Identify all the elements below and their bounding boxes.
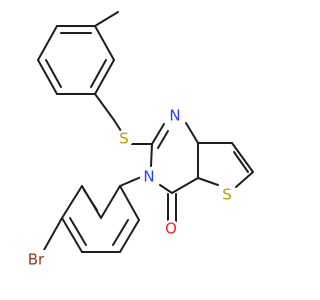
atom-bg-s-thiophene <box>218 186 236 204</box>
bond-c7-c6-inner <box>233 151 249 173</box>
molecule-structure-diagram: S N N S O Br <box>24 11 254 270</box>
bond-ring2-f <box>119 219 140 253</box>
bond-ring2-g <box>119 185 140 221</box>
atom-bg-o-carbonyl <box>162 220 180 238</box>
bond-c2-n1 <box>151 123 165 145</box>
bond-ring2-b-inner <box>83 189 98 211</box>
bond-ring1-b <box>94 25 115 61</box>
atom-label-layer: S N N S O Br <box>24 107 236 270</box>
bond-s-left <box>113 119 122 132</box>
bond-ring1-e <box>37 59 58 95</box>
bond-ch2-link <box>94 93 115 121</box>
bond-c7-c6 <box>231 142 254 173</box>
bond-ring2-a <box>100 185 121 219</box>
bond-s-c4a <box>197 177 219 186</box>
bond-ring1-e-inner <box>45 59 62 88</box>
bond-ring2-d-inner <box>69 217 87 246</box>
bond-methyl <box>94 11 119 27</box>
bond-c4a-c4 <box>171 177 199 194</box>
nitrogen-atom-ring-substituted: N <box>143 168 154 186</box>
atom-bg-s-thioether <box>115 130 133 148</box>
bond-ring2-c <box>61 185 83 219</box>
bond-c-br <box>43 217 63 251</box>
sulfur-atom-thioether: S <box>119 130 129 148</box>
bond-ring2-d <box>61 217 83 253</box>
atom-bg-n-substituted <box>140 168 158 186</box>
bond-c4-n3 <box>159 184 173 194</box>
bond-n1-c8a <box>185 122 199 144</box>
nitrogen-atom-ring-top: N <box>169 107 180 125</box>
bond-ring1-c-inner <box>90 59 107 88</box>
sulfur-atom-thiophene: S <box>222 186 232 204</box>
atom-bg-br <box>24 250 48 270</box>
bond-n3-c2 <box>150 143 153 167</box>
bond-ring2-f-inner <box>112 219 129 246</box>
bond-ring1-f <box>37 25 58 61</box>
bond-layer <box>37 11 254 253</box>
atom-bg-n-top <box>166 107 184 125</box>
bond-c2-n1-inner <box>157 130 169 149</box>
bond-n3-aryl <box>119 176 142 187</box>
bond-ring1-c <box>94 59 115 95</box>
oxygen-atom-carbonyl: O <box>165 220 177 238</box>
bond-c6-s <box>235 171 254 188</box>
bromine-atom: Br <box>28 251 45 269</box>
